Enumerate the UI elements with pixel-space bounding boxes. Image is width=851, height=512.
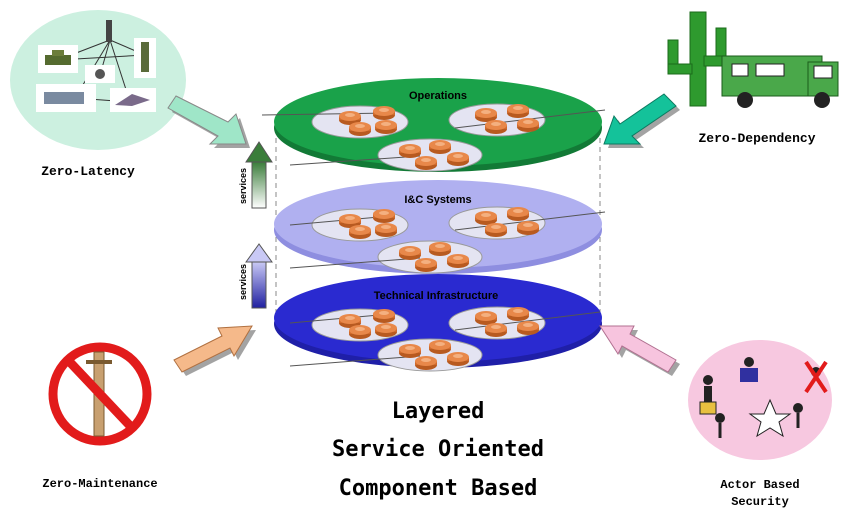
layer-title-technical-infrastructure: Technical Infrastructure (374, 290, 499, 302)
arrow-bottom-right (599, 325, 677, 373)
no-maintenance-icon (48, 342, 152, 446)
label-security: Security (731, 495, 789, 509)
layer-title-ic-systems: I&C Systems (404, 194, 471, 206)
actor-security-image (688, 340, 832, 460)
tagline-service-oriented: Service Oriented (332, 437, 544, 462)
arrow-top-right (603, 93, 677, 145)
cactus-truck-image (667, 11, 839, 108)
services-label-upper: services (238, 168, 248, 204)
services-arrow-upper (245, 141, 273, 209)
label-zero-maintenance: Zero-Maintenance (42, 477, 157, 491)
label-zero-dependency: Zero-Dependency (698, 131, 815, 146)
arrow-top-left (167, 95, 247, 145)
layer-technical-infrastructure (274, 274, 602, 372)
label-actor-based: Actor Based (720, 478, 799, 492)
battlefield-network-image (10, 10, 186, 150)
services-arrow-lower (245, 243, 273, 309)
layer-title-operations: Operations (409, 90, 467, 102)
arrow-bottom-left (173, 325, 253, 373)
services-label-lower: services (238, 264, 248, 300)
tagline-layered: Layered (392, 399, 485, 424)
label-zero-latency: Zero-Latency (41, 164, 135, 179)
tagline-component-based: Component Based (339, 476, 538, 501)
